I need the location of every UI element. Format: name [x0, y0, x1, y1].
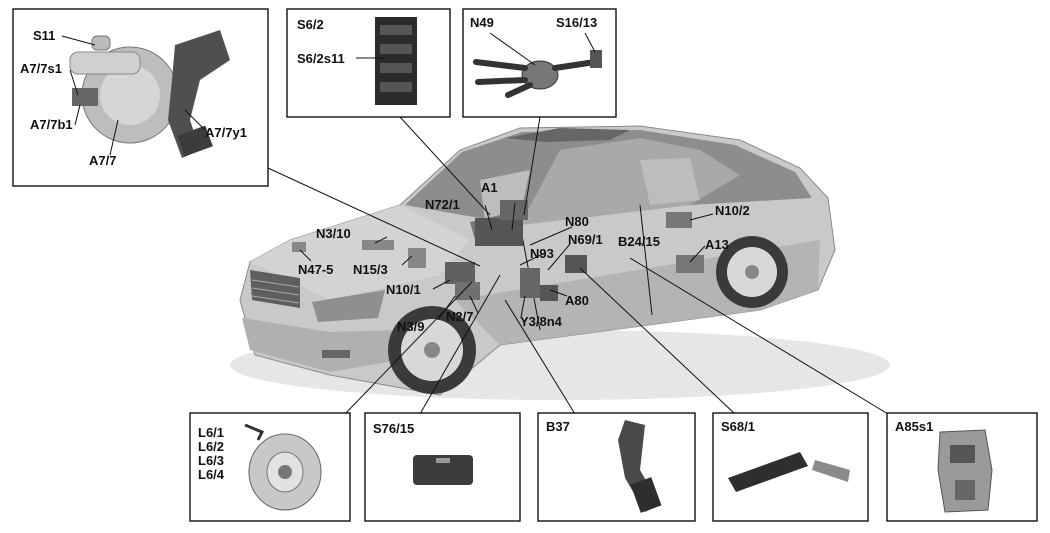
label-n10-1: N10/1: [386, 282, 421, 297]
inset-s76-15: S76/15: [364, 412, 521, 522]
car-callouts: A1 N72/1 N80 N69/1 N93 N10/2 B24/15 A13 …: [298, 180, 750, 334]
label-s68-1: S68/1: [721, 419, 755, 434]
label-b37: B37: [546, 419, 570, 434]
inset-a85s1: A85s1: [886, 412, 1038, 522]
label-a7-7b1: A7/7b1: [30, 117, 73, 132]
inset-s6-2: S6/2 S6/2s11: [286, 8, 451, 118]
label-a7-7: A7/7: [89, 153, 116, 168]
label-n2-7: N2/7: [446, 309, 473, 324]
car-illustration: [230, 125, 890, 400]
inset-brake-booster: S11 A7/7s1 A7/7b1 A7/7 A7/7y1: [12, 8, 269, 187]
label-l6-2: L6/2: [198, 439, 224, 454]
leader-lines: [267, 116, 889, 415]
label-a7-7y1: A7/7y1: [205, 125, 247, 140]
label-s6-2s11: S6/2s11: [297, 51, 345, 66]
label-a85s1: A85s1: [895, 419, 933, 434]
label-l6-3: L6/3: [198, 453, 224, 468]
label-s6-2: S6/2: [297, 17, 324, 32]
label-l6-1: L6/1: [198, 425, 224, 440]
label-n15-3: N15/3: [353, 262, 388, 277]
label-n47-5: N47-5: [298, 262, 333, 277]
label-a7-7s1: A7/7s1: [20, 61, 62, 76]
brake-booster-illustration: [69, 30, 230, 158]
inset-steering-column: N49 S16/13: [462, 8, 617, 118]
inset-s68-1: S68/1: [712, 412, 869, 522]
inset-wheel-speed-sensors: L6/1 L6/2 L6/3 L6/4: [189, 412, 351, 522]
brake-disc-illustration: [244, 423, 322, 511]
label-y3-8n4: Y3/8n4: [520, 314, 563, 329]
label-s76-15: S76/15: [373, 421, 414, 436]
label-n49: N49: [470, 15, 494, 30]
label-a13: A13: [705, 237, 729, 252]
label-s11: S11: [33, 28, 55, 43]
label-a80: A80: [565, 293, 589, 308]
label-n69-1: N69/1: [568, 232, 603, 247]
label-b24-15: B24/15: [618, 234, 660, 249]
label-n3-9: N3/9: [397, 319, 424, 334]
label-n10-2: N10/2: [715, 203, 750, 218]
label-n72-1: N72/1: [425, 197, 460, 212]
label-l6-4: L6/4: [198, 467, 225, 482]
label-n80: N80: [565, 214, 589, 229]
seatbelt-buckle-illustration: [728, 452, 808, 492]
inset-b37: B37: [537, 412, 696, 522]
steering-column-illustration: [473, 50, 602, 98]
label-n3-10: N3/10: [316, 226, 351, 241]
switch-button-illustration: [413, 455, 473, 485]
label-a1: A1: [481, 180, 498, 195]
label-n93: N93: [530, 246, 554, 261]
label-s16-13: S16/13: [556, 15, 597, 30]
